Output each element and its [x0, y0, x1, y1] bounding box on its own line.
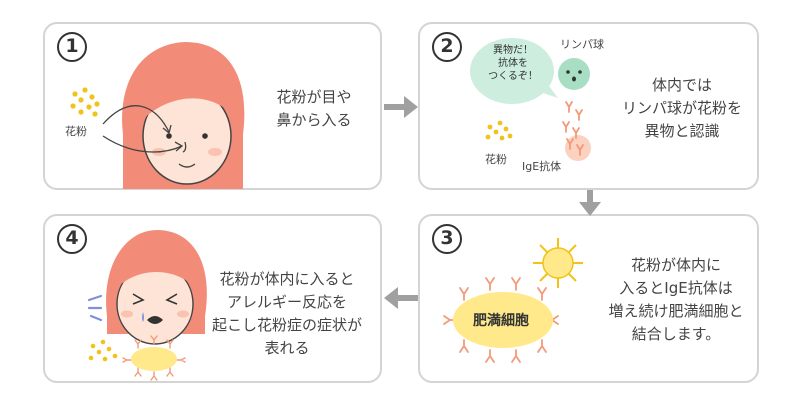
caption-line: 増え続け肥満細胞と [608, 302, 744, 320]
pollen-dots-icon [88, 339, 118, 362]
panel-4-illustration [87, 230, 207, 381]
mast-cell-icon [443, 277, 559, 363]
down-arrow-icon [579, 190, 601, 216]
pollen-label: 花粉 [65, 125, 87, 138]
speech-bubble-text: 異物だ！ 抗体を つくるぞ！ [482, 44, 544, 83]
pollen-path-arrow-nose [102, 135, 183, 153]
mast-cell-small-icon [122, 335, 186, 381]
caption-line: 入るとIgE抗体は [619, 279, 733, 297]
bubble-line: 抗体を [498, 58, 528, 69]
caption-line: 体内では [651, 76, 712, 94]
mast-cell-label: 肥満細胞 [473, 313, 529, 329]
caption-line: 起こし花粉症の症状が [211, 316, 362, 334]
panel-1-illustration [70, 42, 245, 189]
woman-face-icon [122, 42, 245, 189]
caption-line: 花粉が目や [276, 88, 352, 106]
pollen-grain-icon [533, 238, 583, 288]
antibody-y-icon [562, 101, 584, 156]
step-3-panel: 3 [418, 214, 759, 383]
step-number-3: 3 [432, 224, 462, 254]
sneezing-face-icon [106, 230, 207, 345]
caption-line: 表れる [264, 339, 310, 357]
caption-line: リンパ球が花粉を [621, 99, 742, 117]
step-1-caption: 花粉が目や 鼻から入る [254, 86, 374, 132]
tear-icon [142, 312, 144, 322]
step-1-panel: 1 花粉 花粉が目や 鼻から入る [43, 22, 382, 190]
pollen-dots-icon [485, 120, 513, 141]
right-arrow-icon [384, 96, 418, 118]
panel-3-illustration [443, 238, 583, 363]
bubble-line: 異物だ！ [493, 45, 533, 56]
caption-line: 花粉が体内に [630, 256, 721, 274]
step-number-4: 4 [57, 224, 87, 254]
left-arrow-icon [384, 287, 418, 309]
step-number-2: 2 [432, 32, 462, 62]
step-3-caption: 花粉が体内に 入るとIgE抗体は 増え続け肥満細胞と 結合します。 [598, 254, 754, 346]
speech-bubble-icon [470, 38, 558, 104]
caption-line: 異物と認識 [644, 122, 720, 140]
caption-line: 鼻から入る [276, 111, 352, 129]
step-2-panel: 2 異物だ！ [418, 22, 759, 190]
pollen-path-arrow-eye [102, 105, 170, 133]
antibody-label: IgE抗体 [522, 160, 562, 173]
step-4-caption: 花粉が体内に入ると アレルギー反応を 起こし花粉症の症状が 表れる [201, 268, 373, 360]
lymphocyte-label: リンパ球 [560, 38, 604, 51]
pollen-dots-icon [70, 87, 100, 117]
bubble-line: つくるぞ！ [488, 71, 538, 82]
step-2-caption: 体内では リンパ球が花粉を 異物と認識 [616, 74, 748, 143]
step-4-panel: 4 [43, 214, 382, 383]
caption-line: 花粉が体内に入ると [219, 270, 355, 288]
caption-line: 結合します。 [631, 325, 721, 343]
lymphocyte-icon [558, 58, 590, 90]
step-number-1: 1 [57, 32, 87, 62]
panel-2-illustration [470, 38, 591, 161]
pollen-label: 花粉 [485, 153, 507, 166]
caption-line: アレルギー反応を [226, 293, 347, 311]
tear-drops-icon [87, 294, 103, 322]
